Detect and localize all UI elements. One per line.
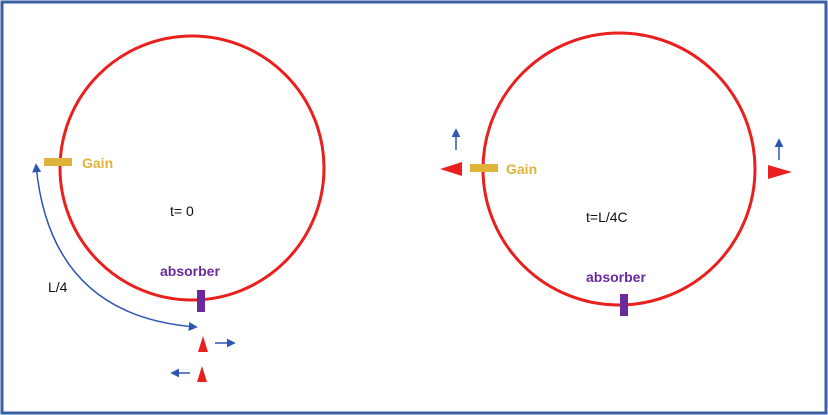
left-pulse-lower-icon <box>197 366 207 382</box>
distance-label: L/4 <box>48 279 68 295</box>
left-absorber-label: absorber <box>160 263 220 279</box>
right-absorber-label: absorber <box>586 269 646 285</box>
right-pulse-gain-icon <box>440 162 462 176</box>
left-time-label: t= 0 <box>170 203 194 219</box>
right-panel: Gain absorber t=L/4C <box>440 31 792 316</box>
left-absorber-element <box>197 290 205 312</box>
left-gain-label: Gain <box>82 155 113 171</box>
right-absorber-element <box>620 294 628 316</box>
right-gain-label: Gain <box>506 161 537 177</box>
left-pulse-upper-icon <box>198 336 208 352</box>
right-gain-element <box>470 164 498 172</box>
quarter-length-arc-arrow <box>32 163 198 331</box>
right-time-label: t=L/4C <box>586 209 628 225</box>
left-gain-element <box>44 158 72 166</box>
right-pulse-side-icon <box>768 165 792 179</box>
left-panel: Gain absorber t= 0 L/4 <box>32 34 326 382</box>
